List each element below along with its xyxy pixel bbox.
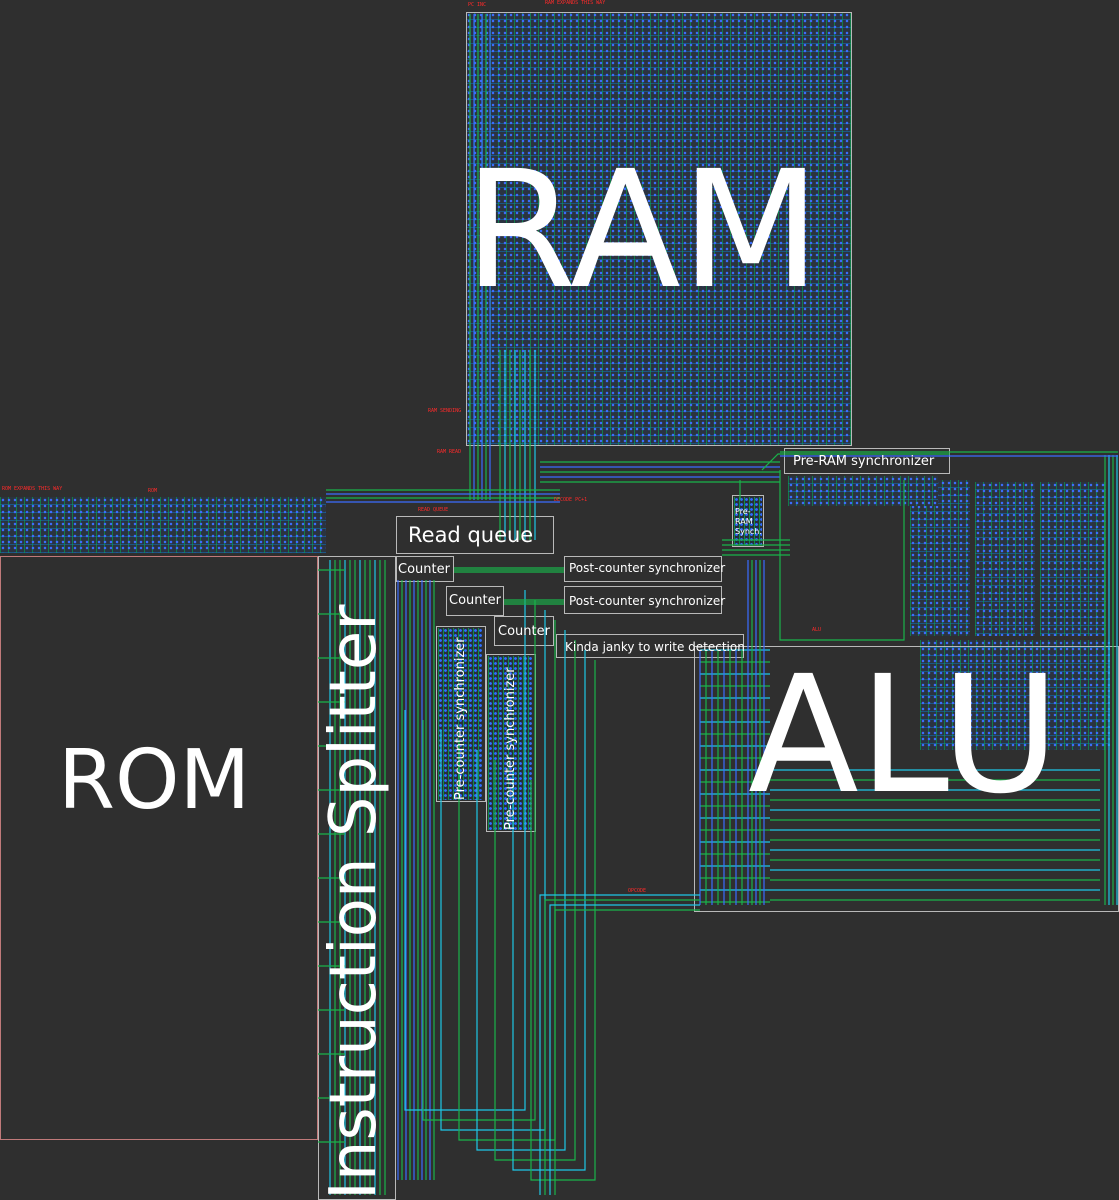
post-counter-sync-label-2: Post-counter synchronizer [569,594,726,608]
counter-label-1: Counter [398,562,450,577]
alu-grid-block-3 [1040,482,1106,636]
pre-counter-sync-label-2: Pre-counter synchronizer [503,667,518,830]
read-queue-box [396,516,554,554]
kinda-janky-label: Kinda janky to write detection [565,640,745,654]
wire-42 [440,610,546,1131]
rom-label: ROM [58,733,251,828]
wire-40 [404,590,526,1111]
read-queue-label: Read queue [408,523,534,547]
wire-131 [761,453,950,471]
pre-ram-sync-box [784,448,950,474]
tiny-label-ram-read: RAM READ [437,449,462,455]
tiny-label-ram-expands: RAM EXPANDS THIS WAY [545,0,606,6]
wire-124 [549,904,700,1195]
pre-ram-synch-small-label-2: RAM [735,517,753,526]
tiny-label-ram-sending: RAM SENDING [428,408,462,414]
tiny-label-decode-pc: DECODE PC+1 [554,497,588,503]
alu-grid-top-right [910,480,970,636]
rom-memory-strip [0,497,326,553]
ram-region [466,12,852,446]
counter-box-1 [396,556,454,582]
rom-region [0,556,318,1140]
counter-label-3: Counter [498,624,550,639]
pre-ram-synch-small-label-3: Synch. [735,527,762,536]
wire-122 [539,894,700,1195]
alu-label: ALU [748,642,1060,830]
pre-ram-synch-small-box [732,495,764,547]
alu-grid-block-2 [975,482,1035,636]
tiny-label-rom: ROM [148,488,158,494]
pre-ram-synch-grid [734,497,762,545]
wire-47 [530,660,596,1181]
tiny-label-alu: ALU [812,627,822,633]
counter-box-2 [446,586,504,616]
wire-44 [476,630,566,1151]
counter-label-2: Counter [449,593,501,608]
wire-123 [544,899,700,1195]
alu-grid-upper-strip [788,476,938,506]
post-counter-sync-label-1: Post-counter synchronizer [569,561,726,575]
alu-grid-mid [920,640,1110,750]
tiny-label-read-queue: READ QUEUE [418,507,449,513]
pre-ram-sync-label: Pre-RAM synchronizer [793,454,935,469]
instruction-splitter-label: Instruction Splitter [317,604,391,1200]
wire-125 [554,909,700,1195]
pre-counter-sync-box-1 [436,626,486,802]
tiny-label-opcode: OPCODE [628,888,647,894]
tiny-label-pc-inc: PC INC [468,2,487,8]
wire-41 [422,600,536,1121]
wire-77 [779,470,905,641]
post-counter-sync-box-2 [564,586,722,614]
post-counter-sync-box-1 [564,556,722,582]
tiny-label-rom-expands: ROM EXPANDS THIS WAY [2,486,63,492]
pre-counter-sync-label-1: Pre-counter synchronizer [453,637,468,800]
ram-label: RAM [464,137,821,325]
wire-43 [458,620,556,1141]
counter-box-3 [494,616,554,646]
pre-ram-synch-small-label-1: Pre- [735,507,751,516]
pre-counter-sync-grid-1 [438,628,482,800]
